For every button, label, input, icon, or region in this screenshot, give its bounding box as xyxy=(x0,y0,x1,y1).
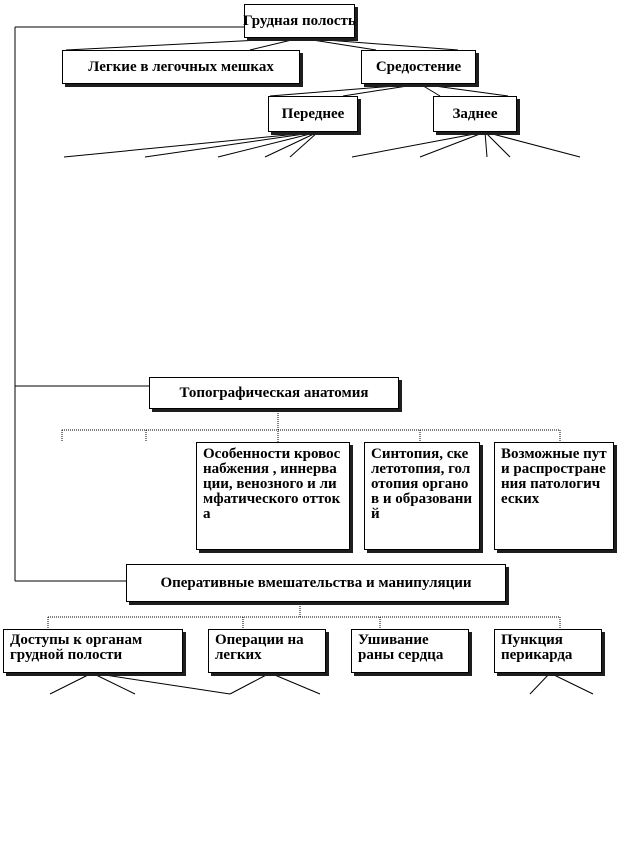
node-blood-supply: Особенности кровоснабжения , иннервации,… xyxy=(196,442,350,550)
node-posterior-label: Заднее xyxy=(452,105,498,122)
node-spread-paths-label: Возможные пути распространения патологич… xyxy=(501,446,607,507)
node-lung-operations: Операции на легких xyxy=(208,629,326,673)
node-anterior-label: Переднее xyxy=(281,105,345,122)
node-posterior: Заднее xyxy=(433,96,517,132)
node-heart-wound-label: Ушивание раны сердца xyxy=(358,632,444,663)
node-topographic-anatomy-label: Топографическая анатомия xyxy=(179,384,369,401)
node-topographic-anatomy: Топографическая анатомия xyxy=(149,377,399,409)
node-operations: Оперативные вмешательства и манипуляции xyxy=(126,564,506,602)
node-blood-supply-label: Особенности кровоснабжения , иннервации,… xyxy=(203,446,341,522)
node-pericardium-puncture-label: Пункция перикарда xyxy=(501,632,573,663)
node-spread-paths: Возможные пути распространения патологич… xyxy=(494,442,614,550)
node-mediastinum-label: Средостение xyxy=(375,58,462,75)
node-access-label: Доступы к органам грудной полости xyxy=(10,632,143,663)
node-chest-cavity: Грудная полость xyxy=(243,4,356,38)
node-access: Доступы к органам грудной полости xyxy=(3,629,183,673)
node-mediastinum: Средостение xyxy=(361,50,476,84)
node-pericardium-puncture: Пункция перикарда xyxy=(494,629,602,673)
node-lung-operations-label: Операции на легких xyxy=(215,632,304,663)
node-anterior: Переднее xyxy=(268,96,358,132)
node-syntopy: Синтопия, скелетотопия, голотопия органо… xyxy=(364,442,480,550)
node-operations-label: Оперативные вмешательства и манипуляции xyxy=(160,574,472,591)
node-chest-cavity-label: Грудная полость xyxy=(243,12,356,29)
node-syntopy-label: Синтопия, скелетотопия, голотопия органо… xyxy=(371,446,473,522)
node-heart-wound: Ушивание раны сердца xyxy=(351,629,469,673)
node-lungs: Легкие в легочных мешках xyxy=(62,50,300,84)
node-lungs-label: Легкие в легочных мешках xyxy=(88,58,274,75)
